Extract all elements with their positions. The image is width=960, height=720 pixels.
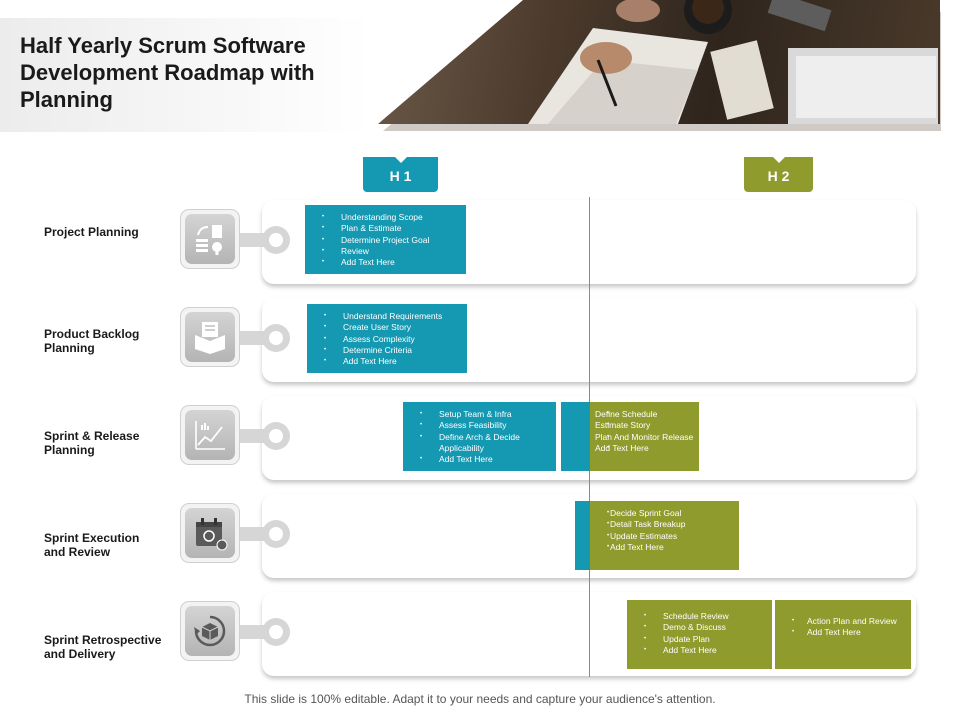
task-box-sprint-retrospective-h2-a: Schedule Review Demo & Discuss Update Pl… [627, 600, 772, 669]
task-item: Assess Complexity [307, 334, 467, 346]
task-item: Determine Project Goal [305, 235, 466, 247]
task-item: Add Text Here [307, 356, 467, 368]
row-connector [238, 618, 290, 646]
task-item: Create User Story [307, 322, 467, 334]
task-item: Update Plan [627, 634, 772, 646]
desk-photo-illustration [528, 0, 938, 124]
row-label-sprint-execution: Sprint Execution and Review [44, 531, 140, 559]
task-box-sprint-retrospective-h2-b: Action Plan and Review Add Text Here [775, 600, 911, 669]
slide-title: Half Yearly Scrum Software Development R… [20, 33, 315, 112]
row-label-sprint-release: Sprint & Release Planning [44, 429, 140, 457]
row-icon-tile [180, 405, 240, 465]
task-item: Define Arch & Decide Applicability [403, 432, 556, 455]
growth-chart-icon [195, 421, 225, 450]
row-icon-tile [180, 503, 240, 563]
task-item: Decide Sprint Goal [590, 508, 739, 520]
calendar-clock-icon [196, 518, 228, 551]
task-box-sprint-release-h1: Setup Team & Infra Assess Feasibility De… [403, 402, 556, 471]
task-item: Setup Team & Infra [403, 409, 556, 421]
task-item: Define Schedule [590, 409, 699, 421]
row-connector [238, 422, 290, 450]
period-h2-header: H 2 [744, 157, 813, 192]
row-connector [238, 324, 290, 352]
backlog-box-icon [195, 322, 225, 354]
task-item: Understand Requirements [307, 311, 467, 323]
task-item: Review [305, 246, 466, 258]
task-item: Add Text Here [627, 645, 772, 657]
header-photo [378, 0, 940, 124]
row-icon-tile [180, 209, 240, 269]
task-item: Action Plan and Review [775, 616, 911, 628]
task-item: Schedule Review [627, 611, 772, 623]
row-label-product-backlog: Product Backlog Planning [44, 327, 140, 355]
task-item: Add Text Here [775, 627, 911, 639]
task-box-sprint-release-h2: Define Schedule Estimate Story Plan And … [590, 402, 699, 471]
task-box-project-planning-h1: Understanding Scope Plan & Estimate Dete… [305, 205, 466, 274]
task-item: Add Text Here [590, 542, 739, 554]
task-item: Understanding Scope [305, 212, 466, 224]
task-box-sprint-release-h1-tail [561, 402, 590, 471]
task-item: Demo & Discuss [627, 622, 772, 634]
planning-tools-icon [196, 225, 222, 255]
title-band [0, 18, 372, 132]
footer-note: This slide is 100% editable. Adapt it to… [244, 692, 716, 706]
task-box-sprint-execution-h2: Decide Sprint Goal Detail Task Breakup U… [590, 501, 739, 570]
task-item: Add Text Here [403, 454, 556, 466]
task-item: Assess Feasibility [403, 420, 556, 432]
row-icon-tile [180, 601, 240, 661]
delivery-cycle-icon [194, 615, 226, 647]
task-item: Add Text Here [590, 443, 699, 455]
task-box-sprint-execution-h1-tail [575, 501, 590, 570]
row-label-project-planning: Project Planning [44, 225, 139, 239]
period-h1-header: H 1 [363, 157, 438, 192]
row-connector [238, 226, 290, 254]
row-connector [238, 520, 290, 548]
task-item: Determine Criteria [307, 345, 467, 357]
task-item: Estimate Story [590, 420, 699, 432]
task-item: Update Estimates [590, 531, 739, 543]
task-item: Add Text Here [305, 257, 466, 269]
task-item: Plan And Monitor Release [590, 432, 699, 444]
task-item: Detail Task Breakup [590, 519, 739, 531]
task-box-product-backlog-h1: Understand Requirements Create User Stor… [307, 304, 467, 373]
task-item: Plan & Estimate [305, 223, 466, 235]
row-label-sprint-retrospective: Sprint Retrospective and Delivery [44, 633, 162, 661]
row-icon-tile [180, 307, 240, 367]
